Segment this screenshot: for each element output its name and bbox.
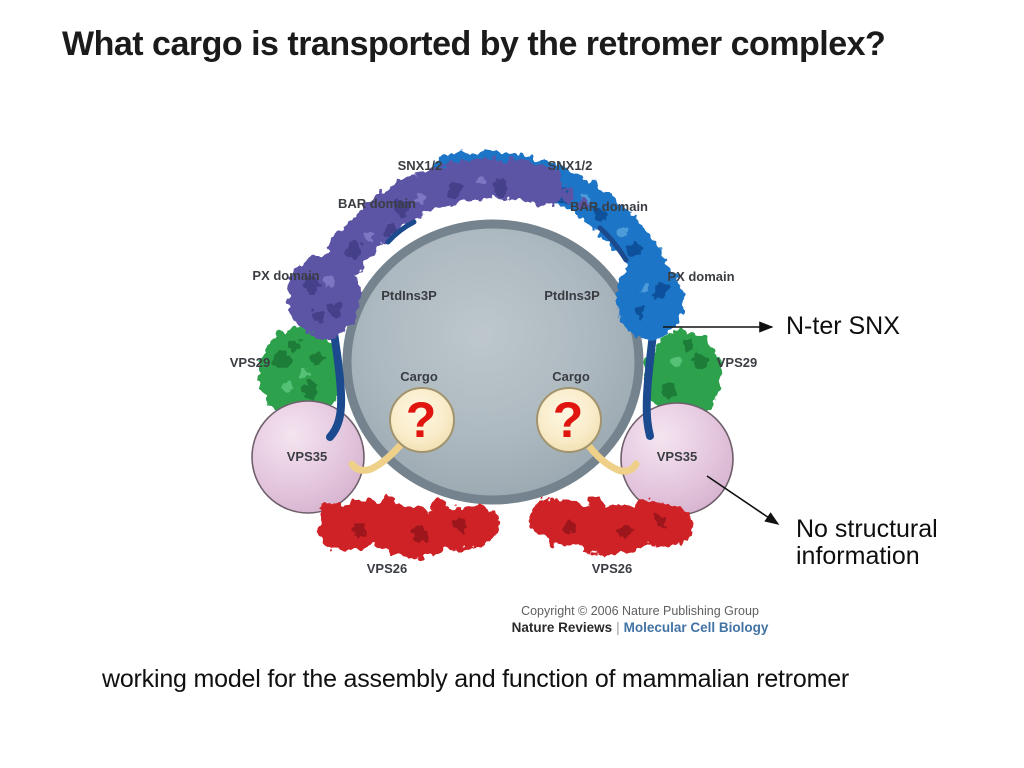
journal-separator: |	[616, 620, 620, 635]
label-px-domain-right: PX domain	[667, 269, 734, 284]
snx-neck-left	[385, 219, 417, 245]
label-ptdins3p-right: PtdIns3P	[544, 288, 600, 303]
journal-line: Nature Reviews|Molecular Cell Biology	[488, 620, 792, 636]
label-snx12-right: SNX1/2	[548, 158, 593, 173]
label-vps26-left: VPS26	[367, 561, 407, 576]
label-cargo-left: Cargo	[400, 369, 438, 384]
label-px-domain-left: PX domain	[252, 268, 319, 283]
label-cargo-right: Cargo	[552, 369, 590, 384]
copyright-line: Copyright © 2006 Nature Publishing Group	[521, 604, 759, 618]
label-vps35-right: VPS35	[657, 449, 697, 464]
figure-credit: Copyright © 2006 Nature Publishing Group…	[488, 604, 792, 636]
journal-name: Molecular Cell Biology	[623, 620, 769, 635]
question-mark-left: ?	[406, 392, 437, 448]
snx-neck-right	[597, 225, 629, 263]
journal-brand: Nature Reviews	[511, 620, 613, 635]
cargo-tail-right	[582, 438, 640, 475]
vps26-left-structure	[317, 496, 500, 559]
px-domain-left-structure	[288, 254, 360, 338]
annotation-n-ter-snx: N-ter SNX	[786, 312, 900, 340]
label-vps29-right: VPS29	[717, 355, 757, 370]
annotation-no-structural-information: No structural information	[796, 516, 938, 570]
vps29-right-structure	[645, 331, 721, 423]
no-structural-info-arrow	[706, 475, 780, 525]
annotation-line-1: No structural	[796, 515, 938, 543]
label-ptdins3p-left: PtdIns3P	[381, 288, 437, 303]
vps26-right-structure	[529, 495, 694, 556]
page-title: What cargo is transported by the retrome…	[62, 25, 886, 63]
cargo-circle-left	[389, 387, 455, 453]
cargo-circle-right	[536, 387, 602, 453]
slide-caption: working model for the assembly and funct…	[102, 665, 850, 693]
annotation-line-2: information	[796, 542, 920, 570]
label-vps26-right: VPS26	[592, 561, 632, 576]
label-vps35-left: VPS35	[287, 449, 327, 464]
label-bar-domain-right: BAR domain	[570, 199, 648, 214]
label-snx12-left: SNX1/2	[398, 158, 443, 173]
vps29-left-structure	[259, 327, 341, 421]
question-mark-right: ?	[553, 392, 584, 448]
px-domain-right-structure	[616, 260, 684, 340]
label-bar-domain-left: BAR domain	[338, 196, 416, 211]
label-vps29-left: VPS29	[230, 355, 270, 370]
cargo-tail-left	[348, 438, 407, 474]
